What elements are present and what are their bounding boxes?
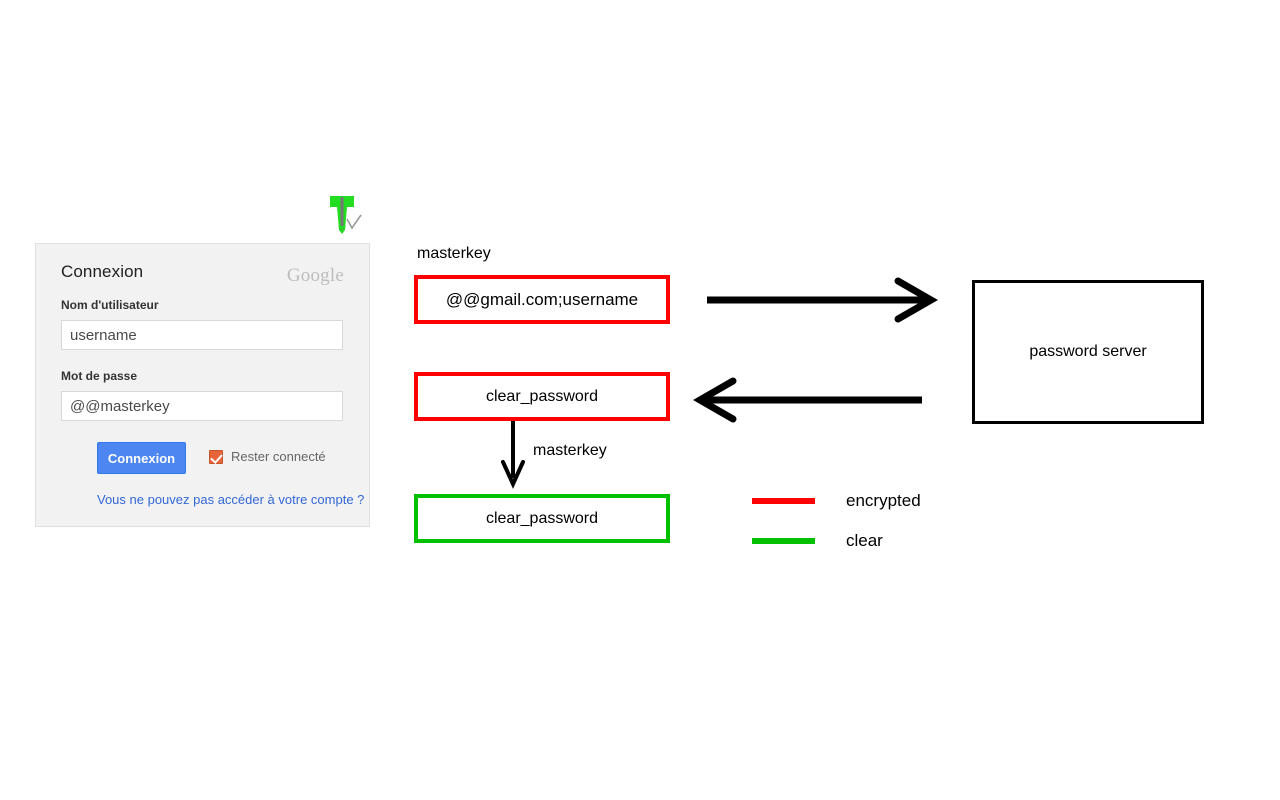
clear-password-box: clear_password bbox=[414, 494, 670, 543]
signin-button[interactable]: Connexion bbox=[97, 442, 186, 474]
green-pushpin-icon bbox=[320, 190, 368, 238]
encrypted-credential-box: @@gmail.com;username bbox=[414, 275, 670, 324]
google-login-card: Connexion Google Nom d'utilisateur Mot d… bbox=[35, 243, 370, 527]
masterkey-label-middle: masterkey bbox=[533, 442, 607, 459]
gray-check-mark-icon bbox=[346, 214, 362, 230]
legend-item-encrypted: encrypted bbox=[752, 481, 921, 521]
username-label: Nom d'utilisateur bbox=[61, 298, 159, 312]
legend-item-clear: clear bbox=[752, 521, 921, 561]
response-arrow-left bbox=[692, 377, 922, 423]
encrypted-clear-password-box: clear_password bbox=[414, 372, 670, 421]
stay-signed-in-label: Rester connecté bbox=[231, 449, 326, 464]
decrypt-arrow-down bbox=[501, 421, 525, 489]
password-label: Mot de passe bbox=[61, 369, 138, 383]
page-title: Connexion bbox=[61, 262, 144, 281]
legend-label-clear: clear bbox=[846, 531, 883, 550]
legend: encrypted clear bbox=[752, 481, 921, 561]
account-help-link[interactable]: Vous ne pouvez pas accéder à votre compt… bbox=[97, 492, 365, 507]
login-card-header: Connexion Google bbox=[61, 262, 344, 288]
stay-signed-in-row[interactable]: Rester connecté bbox=[209, 449, 326, 464]
legend-swatch-red bbox=[752, 498, 815, 504]
password-input[interactable] bbox=[61, 391, 343, 421]
username-input[interactable] bbox=[61, 320, 343, 350]
password-server-box: password server bbox=[972, 280, 1204, 424]
legend-label-encrypted: encrypted bbox=[846, 491, 921, 510]
request-arrow-right bbox=[707, 277, 939, 323]
masterkey-label-top: masterkey bbox=[417, 245, 491, 262]
google-logo: Google bbox=[286, 265, 344, 286]
legend-swatch-green bbox=[752, 538, 815, 544]
checkbox-checked-icon[interactable] bbox=[209, 449, 223, 464]
